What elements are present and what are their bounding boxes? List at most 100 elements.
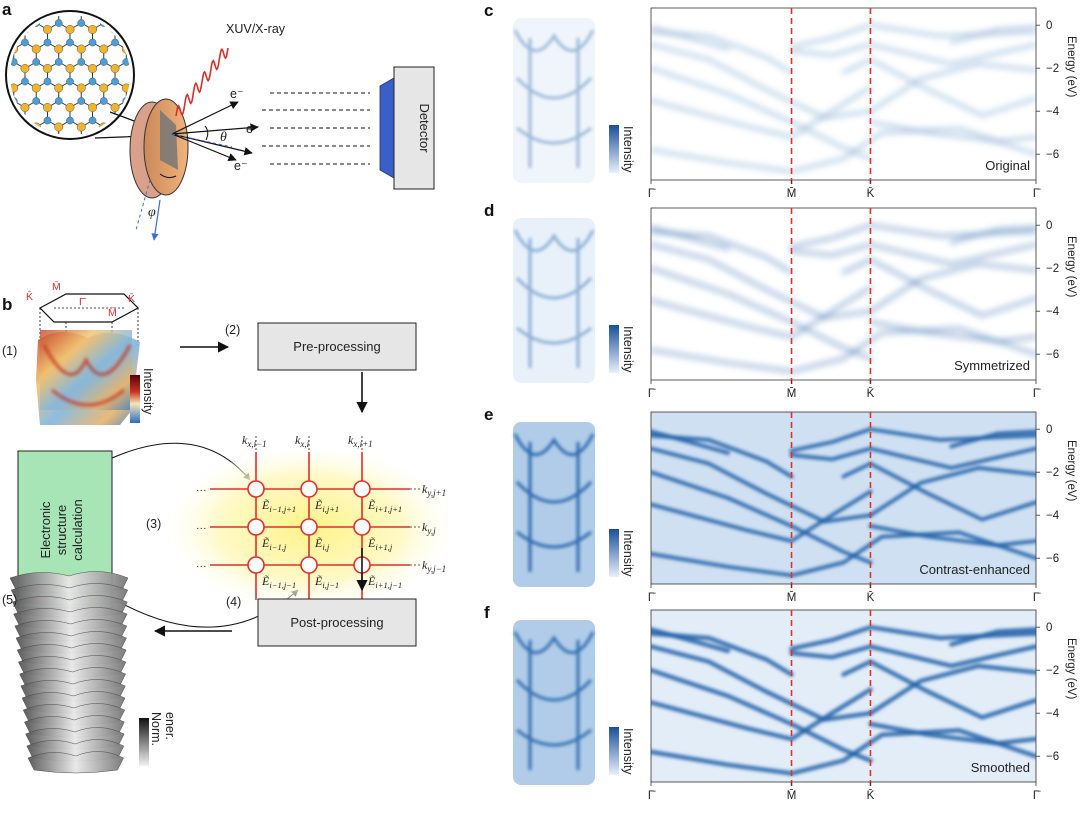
tungsten-atom bbox=[43, 25, 52, 34]
selenium-atom bbox=[10, 175, 17, 182]
tungsten-atom bbox=[20, 103, 30, 112]
selenium-atom bbox=[77, 58, 86, 66]
tungsten-atom bbox=[88, 181, 96, 189]
panel-letter-a: a bbox=[2, 0, 12, 19]
band-volume-f bbox=[513, 620, 595, 785]
selenium-atom bbox=[21, 156, 28, 163]
tungsten-atom bbox=[145, 6, 153, 14]
selenium-atom bbox=[168, 58, 175, 65]
selenium-atom bbox=[33, 175, 40, 182]
intensity-colorbar-e bbox=[609, 529, 619, 577]
sample-flake bbox=[160, 110, 178, 170]
grid-energy-label: Ẽi+1,j−1 bbox=[367, 574, 402, 590]
selenium-atom bbox=[44, 0, 51, 7]
step-5: (5) bbox=[2, 593, 17, 607]
tungsten-atom bbox=[212, 45, 220, 53]
theta-arc bbox=[204, 125, 209, 141]
selenium-atom bbox=[88, 38, 97, 47]
grid-energy-label: Ẽi,j−1 bbox=[314, 574, 339, 590]
x-tick-label: Γ̄ bbox=[648, 388, 656, 400]
selenium-atom bbox=[201, 39, 208, 46]
band-caption-c: Original bbox=[985, 158, 1030, 173]
selenium-atom bbox=[213, 19, 220, 26]
grid-energy-label: Ẽi+1,j+1 bbox=[367, 498, 402, 514]
selenium-atom bbox=[99, 58, 108, 66]
y-tick-label: 0 bbox=[1046, 622, 1052, 634]
tungsten-atom bbox=[55, 162, 63, 170]
tungsten-atom bbox=[145, 45, 153, 53]
theta-label: θ bbox=[220, 130, 227, 145]
selenium-atom bbox=[156, 78, 163, 85]
selenium-atom bbox=[44, 195, 51, 202]
tungsten-atom bbox=[21, 142, 29, 150]
band-line bbox=[790, 23, 1036, 49]
y-tick-label: −2 bbox=[1046, 467, 1059, 479]
band-line bbox=[651, 489, 873, 543]
norm-label-2: ener. bbox=[163, 712, 177, 740]
y-tick-label: 0 bbox=[1046, 20, 1052, 32]
selenium-atom bbox=[0, 39, 6, 46]
tungsten-atom bbox=[76, 122, 86, 132]
band-line bbox=[651, 242, 873, 320]
selenium-atom bbox=[78, 175, 85, 182]
kx-label: kx,i−1 bbox=[242, 433, 267, 449]
ky-label: ky,j−1 bbox=[422, 558, 446, 574]
grid-node bbox=[353, 518, 371, 536]
band-line bbox=[789, 242, 1036, 266]
intensity-colorbar-f bbox=[609, 727, 619, 775]
y-tick-label: −4 bbox=[1046, 510, 1060, 522]
tungsten-atom bbox=[54, 83, 64, 93]
selenium-atom bbox=[0, 156, 6, 163]
phi-ref bbox=[135, 179, 151, 231]
selenium-atom bbox=[134, 78, 141, 85]
band-volume-c bbox=[513, 18, 595, 183]
electron-label-2: e⁻ bbox=[246, 122, 260, 136]
selenium-atom bbox=[111, 156, 118, 163]
tungsten-atom bbox=[145, 84, 153, 92]
x-tick-label: Γ̄ bbox=[1033, 592, 1041, 604]
tungsten-atom bbox=[88, 25, 97, 34]
selenium-atom bbox=[66, 156, 73, 163]
norm-energy-colorbar bbox=[139, 718, 149, 766]
band-line bbox=[789, 427, 1036, 453]
band-line bbox=[651, 429, 730, 455]
x-tick-label: M̄ bbox=[787, 789, 797, 802]
grid-ellipsis: ··· bbox=[196, 522, 207, 534]
selenium-atom bbox=[134, 39, 141, 46]
grid-node bbox=[300, 518, 318, 536]
tungsten-atom bbox=[65, 103, 75, 112]
panel-letter-e: e bbox=[484, 405, 493, 424]
tungsten-atom bbox=[111, 142, 119, 150]
tungsten-atom bbox=[0, 103, 7, 111]
selenium-atom bbox=[32, 58, 41, 66]
xuv-label: XUV/X-ray bbox=[226, 22, 286, 36]
band-line bbox=[651, 225, 730, 251]
panel-letter-b: b bbox=[2, 295, 12, 314]
electron-label-3: e⁻ bbox=[234, 159, 248, 173]
y-axis-label-d: Energy (eV) bbox=[1065, 236, 1077, 298]
bz-k-left: K̄ bbox=[26, 290, 33, 303]
grid-energy-label: Ẽi+1,j bbox=[367, 536, 393, 552]
selenium-atom bbox=[54, 97, 63, 105]
y-tick-label: −2 bbox=[1046, 263, 1059, 275]
kx-label: kx,i bbox=[295, 433, 310, 449]
tungsten-atom bbox=[156, 25, 164, 33]
band-line bbox=[868, 524, 1036, 548]
selenium-atom bbox=[179, 195, 186, 202]
kx-label: kx,i+1 bbox=[348, 433, 373, 449]
volume-bands bbox=[42, 344, 132, 407]
y-tick-label: 0 bbox=[1046, 424, 1052, 436]
selenium-atom bbox=[54, 19, 63, 27]
selenium-atom bbox=[99, 97, 108, 105]
band-line bbox=[651, 687, 873, 742]
tungsten-atom bbox=[54, 122, 64, 132]
selenium-atom bbox=[201, 195, 208, 202]
grid-energy-label: Ẽi,j bbox=[314, 536, 330, 552]
selenium-atom bbox=[213, 175, 220, 182]
grid-node bbox=[247, 480, 265, 498]
esc-line-3: calculation bbox=[70, 499, 85, 560]
intensity-colorbar-c bbox=[609, 125, 619, 173]
tungsten-atom bbox=[43, 64, 52, 73]
